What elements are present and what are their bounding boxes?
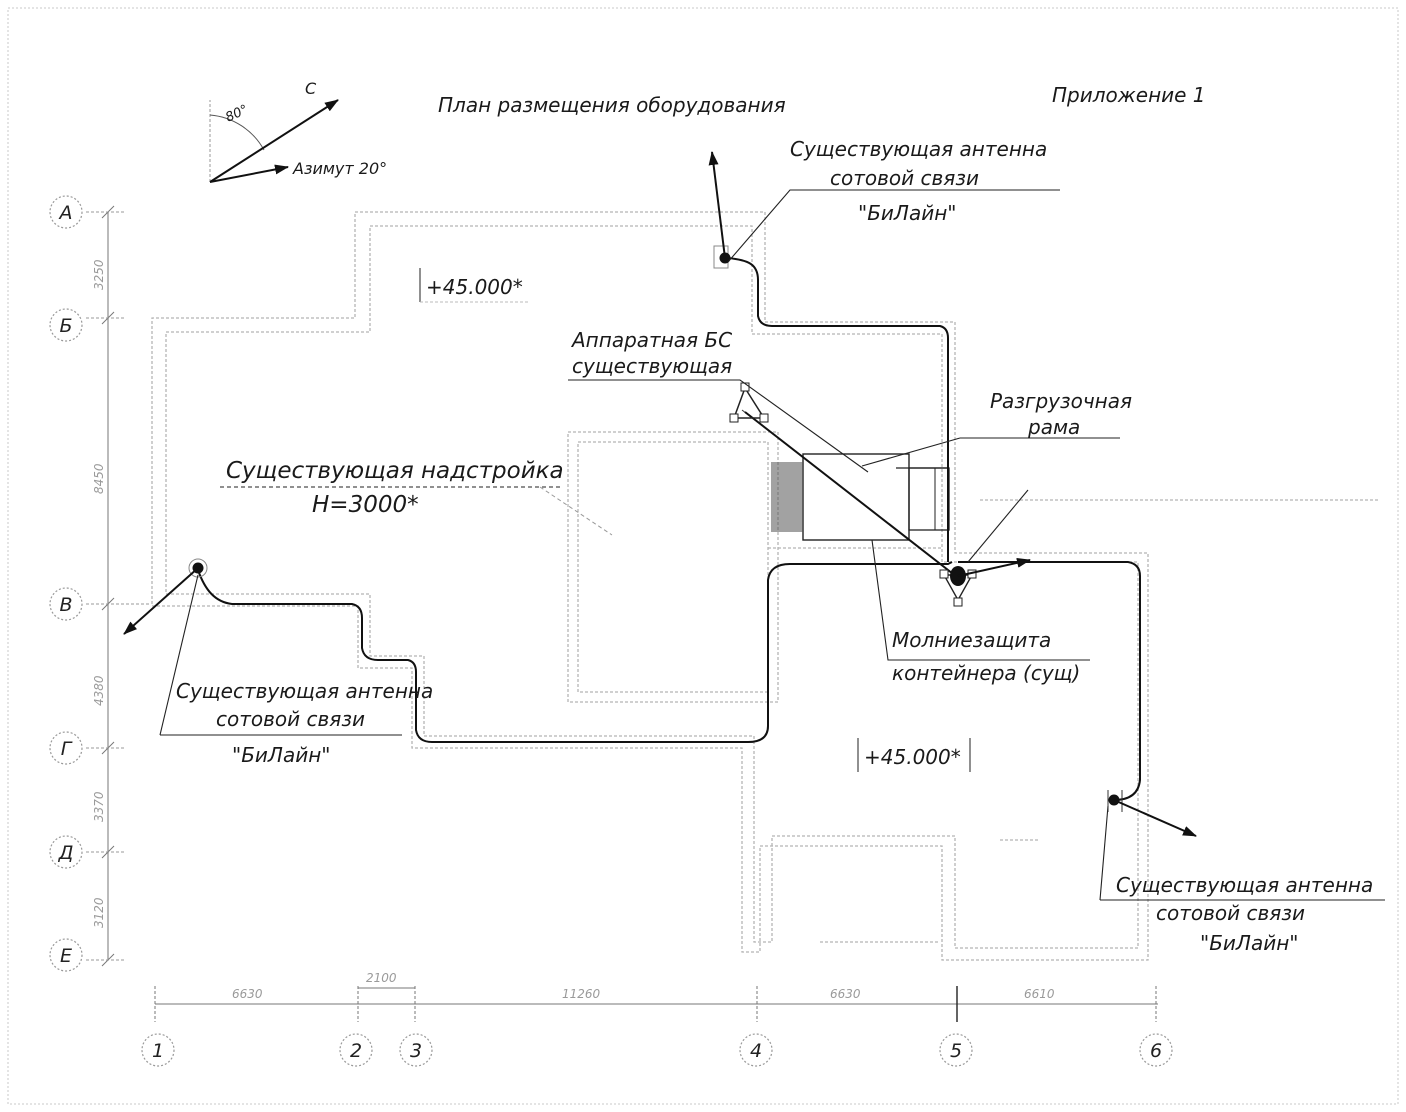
column-dimension-value: 6630 bbox=[232, 987, 263, 1001]
column-axis-label: 1 bbox=[152, 1040, 164, 1062]
appendix-label: Приложение 1 bbox=[1052, 83, 1206, 107]
column-axis-markers: 1 2 3 4 5 6 bbox=[141, 1033, 1173, 1067]
column-dimension-chain: 6630 2100 11260 6630 6610 bbox=[154, 971, 1158, 1022]
unloading-frame-label-line2: рама bbox=[1027, 415, 1080, 439]
axis-bubble bbox=[49, 195, 83, 229]
row-axis-label: Д bbox=[58, 842, 74, 864]
antenna-label-line2: сотовой связи bbox=[830, 166, 979, 190]
azimuth-label: Азимут 20° bbox=[292, 159, 387, 178]
angle-label: 80° bbox=[223, 102, 250, 125]
axis-bubble bbox=[49, 587, 83, 621]
column-dimension-value: 6610 bbox=[1024, 987, 1055, 1001]
axis-bubble bbox=[49, 308, 83, 342]
axis-bubble bbox=[939, 1033, 973, 1067]
cable-routes bbox=[197, 257, 1141, 801]
elevation-mark: +45.000* bbox=[857, 738, 971, 772]
antenna-icon bbox=[708, 151, 731, 269]
row-dimension-value: 3370 bbox=[92, 791, 106, 822]
axis-bubble bbox=[49, 938, 83, 972]
drawing-frame bbox=[7, 7, 1399, 1105]
axis-bubble bbox=[49, 731, 83, 765]
axis-bubble bbox=[49, 835, 83, 869]
row-dimension-value: 4380 bbox=[92, 675, 106, 706]
antenna-label-line3: "БиЛайн" bbox=[858, 201, 957, 225]
superstructure-label-line1: Существующая надстройка bbox=[226, 458, 564, 484]
north-label: С bbox=[305, 79, 317, 98]
row-axis-label: Е bbox=[60, 945, 72, 967]
superstructure-label-line2: H=3000* bbox=[312, 492, 419, 518]
antenna-label-line2: сотовой связи bbox=[1156, 901, 1305, 925]
axis-bubble bbox=[141, 1033, 175, 1067]
antenna-icon bbox=[123, 558, 208, 635]
lightning-label-line1: Молниезащита bbox=[892, 628, 1051, 652]
antenna-label-line1: Существующая антенна bbox=[176, 679, 433, 703]
axis-bubble bbox=[339, 1033, 373, 1067]
antenna-label-line2: сотовой связи bbox=[216, 707, 365, 731]
column-axis-label: 5 bbox=[950, 1040, 962, 1062]
elevation-label: +45.000* bbox=[864, 745, 961, 769]
column-dimension-value: 6630 bbox=[830, 987, 861, 1001]
column-axis-label: 4 bbox=[750, 1040, 762, 1062]
bs-container bbox=[771, 453, 950, 541]
axis-bubble bbox=[1139, 1033, 1173, 1067]
plan-title: План размещения оборудования bbox=[438, 93, 786, 117]
axis-bubble bbox=[739, 1033, 773, 1067]
row-axis-label: В bbox=[59, 594, 72, 616]
elevation-label: +45.000* bbox=[426, 275, 523, 299]
callout-leaders bbox=[159, 189, 1385, 901]
lightning-rod-icon bbox=[939, 557, 1031, 607]
lightning-label-line2: контейнера (сущ) bbox=[892, 661, 1080, 685]
bs-room-label-line2: существующая bbox=[572, 354, 732, 378]
compass-icon: С 80° Азимут 20° bbox=[209, 79, 387, 183]
column-axis-label: 6 bbox=[1150, 1040, 1162, 1062]
elevation-mark: +45.000* bbox=[419, 268, 528, 303]
row-dimension-value: 3120 bbox=[92, 897, 106, 928]
axis-bubble bbox=[399, 1033, 433, 1067]
bs-room-label-line1: Аппаратная БС bbox=[570, 328, 732, 352]
row-dimension-chain: 3250 8450 4380 3370 3120 bbox=[92, 205, 115, 967]
antenna-label-line3: "БиЛайн" bbox=[232, 743, 331, 767]
row-axis-label: А bbox=[58, 202, 73, 224]
antenna-label-line3: "БиЛайн" bbox=[1200, 931, 1299, 955]
column-dimension-value: 2100 bbox=[366, 971, 397, 985]
antenna-label-line1: Существующая антенна bbox=[1116, 873, 1373, 897]
column-axis-label: 2 bbox=[350, 1040, 362, 1062]
unloading-frame-label-line1: Разгрузочная bbox=[990, 389, 1132, 413]
row-axis-label: Б bbox=[59, 315, 72, 337]
antenna-label-line1: Существующая антенна bbox=[790, 137, 1047, 161]
column-dimension-value: 11260 bbox=[562, 987, 601, 1001]
row-axis-label: Г bbox=[61, 738, 73, 760]
row-axis-markers: А Б В Г Д Е bbox=[49, 195, 150, 972]
antenna-icon bbox=[1107, 790, 1197, 837]
row-dimension-value: 8450 bbox=[92, 463, 106, 494]
column-axis-label: 3 bbox=[410, 1040, 422, 1062]
row-dimension-value: 3250 bbox=[92, 259, 106, 290]
